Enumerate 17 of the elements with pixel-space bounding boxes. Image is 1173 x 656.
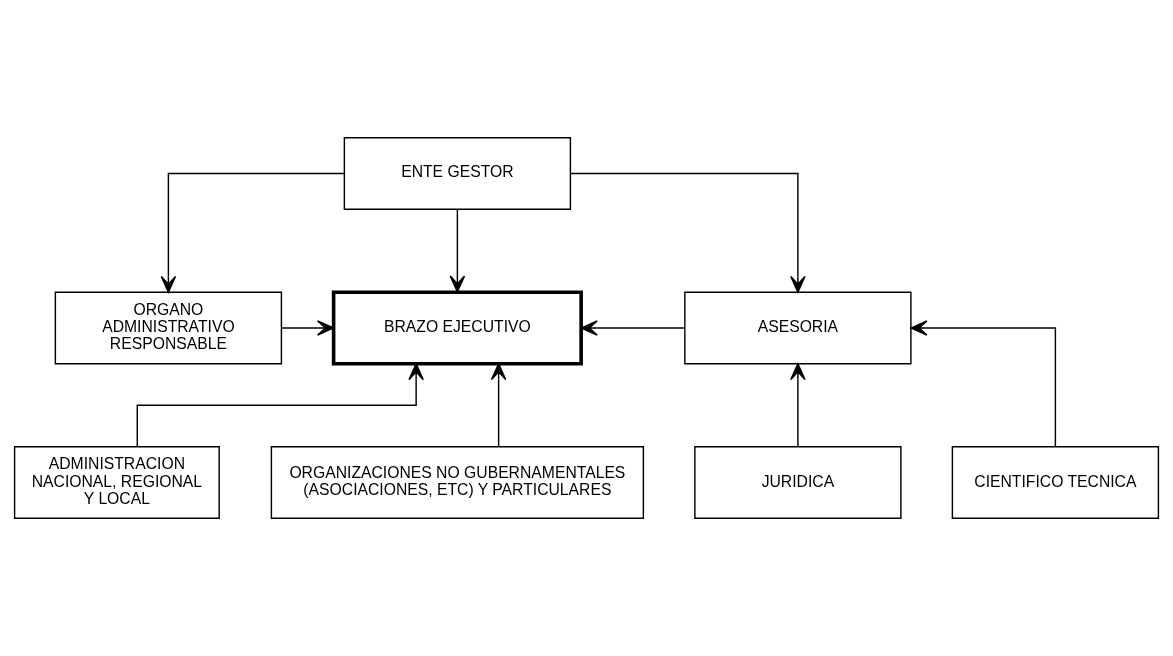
arrow: [790, 363, 806, 448]
arrow: [160, 172, 345, 293]
node-box: ADMINISTRACION NACIONAL, REGIONAL Y LOCAL: [13, 446, 220, 519]
arrow: [136, 363, 424, 448]
node-box: ORGANO ADMINISTRATIVO RESPONSABLE: [54, 291, 283, 365]
node-box: ORGANIZACIONES NO GUBERNAMENTALES (ASOCIACIONES, ETC) Y PARTICULARES: [270, 446, 645, 519]
node-box: ENTE GESTOR: [343, 137, 572, 210]
node-box: ASESORIA: [684, 291, 912, 365]
arrow: [570, 172, 806, 293]
arrow: [449, 208, 466, 293]
arrow: [490, 363, 507, 448]
arrow: [910, 320, 1057, 448]
node-box: CIENTIFICO TECNICA: [951, 446, 1160, 519]
node-box: JURIDICA: [694, 446, 902, 519]
node-box: BRAZO EJECUTIVO: [331, 290, 583, 366]
arrow: [580, 320, 686, 336]
arrow: [281, 320, 335, 336]
